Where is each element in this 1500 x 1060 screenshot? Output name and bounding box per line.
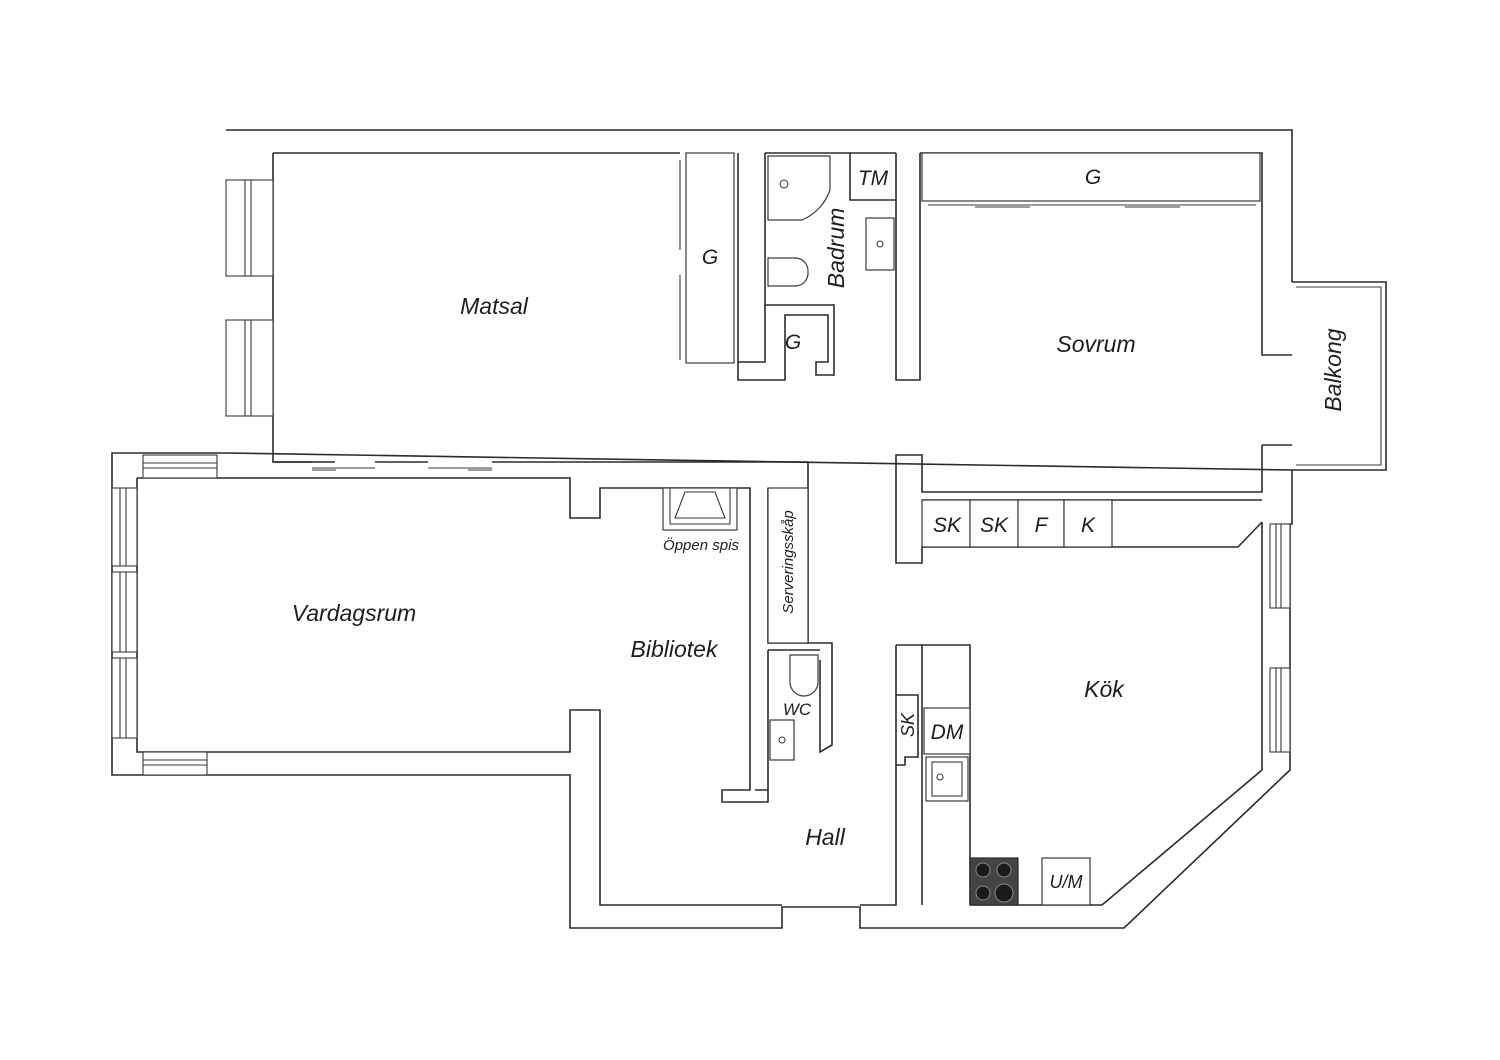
- room-label-bibliotek: Bibliotek: [631, 636, 719, 662]
- closet-label-sovrum: G: [1085, 166, 1101, 189]
- room-label-sovrum: Sovrum: [1056, 331, 1135, 357]
- window: [1269, 523, 1291, 609]
- windows: [111, 179, 1291, 776]
- window: [1269, 667, 1291, 753]
- bath-sink: [865, 217, 895, 271]
- room-label-matsal: Matsal: [460, 293, 529, 319]
- kitchen-sink: [925, 756, 969, 802]
- serveringsskap-label: Serveringsskåp: [780, 510, 797, 613]
- oppen-spis-label: Öppen spis: [663, 536, 739, 554]
- k-label: K: [1081, 514, 1096, 537]
- wc-sink: [769, 719, 795, 761]
- wc-fixtures: [769, 654, 819, 761]
- window: [111, 657, 138, 739]
- um-label: U/M: [1050, 872, 1083, 892]
- bathroom-fixtures: [767, 155, 895, 287]
- room-label-vardagsrum: Vardagsrum: [292, 600, 416, 626]
- dm-label: DM: [931, 721, 964, 744]
- closets: [679, 152, 1261, 644]
- kitchen-fixtures: [921, 499, 1113, 906]
- sk-hall-label: SK: [898, 712, 918, 737]
- um-cabinet: [1041, 857, 1091, 906]
- room-label-badrum: Badrum: [823, 208, 849, 289]
- closet-sovrum: [921, 152, 1261, 202]
- f-label: F: [1035, 514, 1049, 537]
- sk-label-2: SK: [980, 514, 1009, 537]
- bath-toilet: [767, 257, 809, 287]
- balcony: [1292, 281, 1387, 471]
- tm-label: TM: [858, 167, 889, 190]
- labels: Matsal Vardagsrum Bibliotek Hall Sovrum …: [292, 166, 1346, 892]
- window: [225, 319, 274, 417]
- closet-label-small: G: [785, 331, 801, 354]
- window: [225, 179, 274, 277]
- room-label-kok: Kök: [1084, 676, 1125, 702]
- shower: [767, 155, 831, 221]
- closet-label-matsal: G: [702, 246, 718, 269]
- room-label-hall: Hall: [805, 824, 846, 850]
- sk-label-1: SK: [933, 514, 962, 537]
- serveringsskap-cabinet: [767, 487, 809, 644]
- closet-matsal: [685, 152, 735, 364]
- dm-cabinet: [923, 707, 971, 755]
- window: [111, 571, 138, 653]
- window: [142, 454, 218, 479]
- fireplace: [662, 487, 738, 531]
- room-label-balkong: Balkong: [1320, 328, 1346, 411]
- wc-toilet: [789, 654, 819, 697]
- room-label-wc: WC: [783, 700, 812, 719]
- window: [111, 487, 138, 567]
- sliding-doors: [312, 204, 1256, 471]
- window: [142, 751, 208, 776]
